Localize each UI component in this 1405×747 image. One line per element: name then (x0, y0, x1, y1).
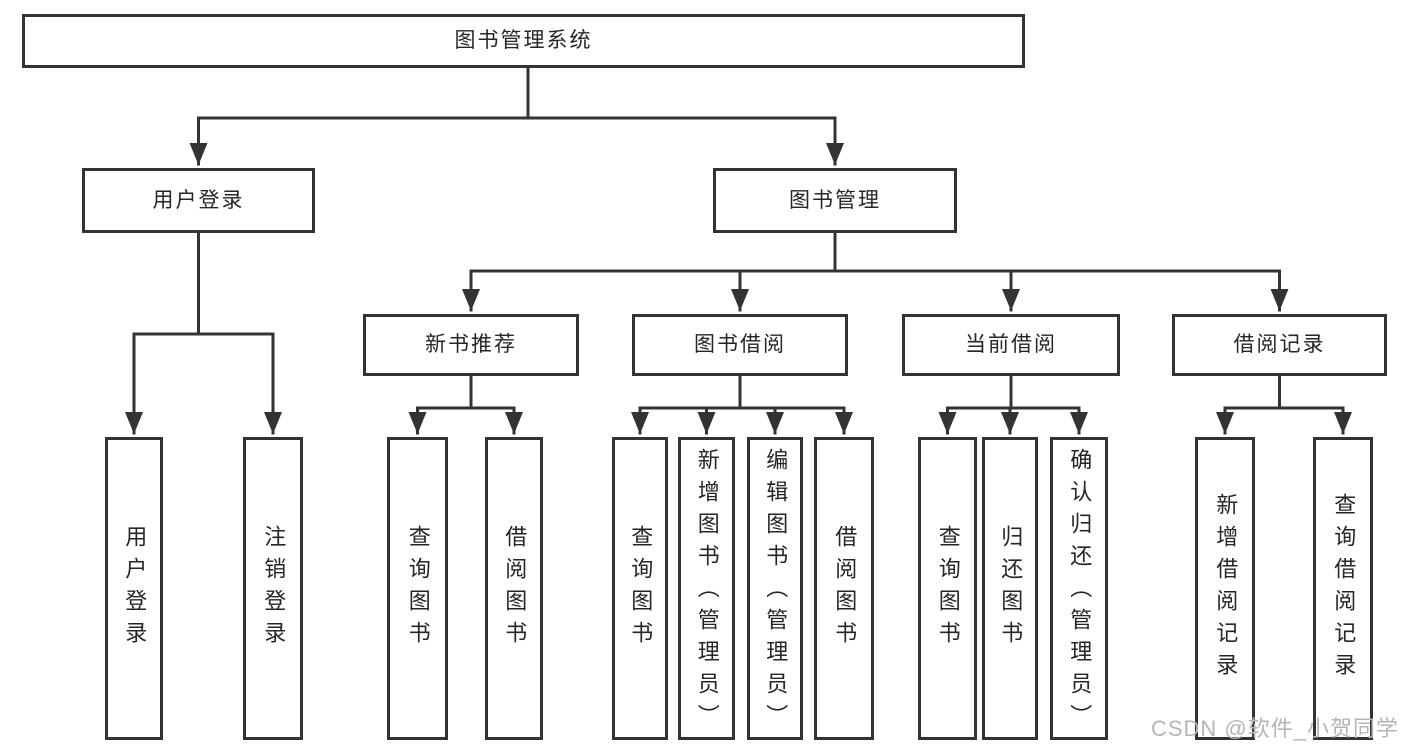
connector-book-mgmt-to-level3 (462, 231, 1289, 312)
node-edit-books-admin: 编辑图书（管理员） (747, 437, 803, 740)
node-book-borrowing: 图书借阅 (632, 314, 848, 376)
connector-new-book-to-leaves (408, 374, 523, 435)
csdn-watermark: CSDN @软件_小贺同学 (1150, 716, 1399, 741)
node-confirm-return-admin: 确认归还（管理员） (1050, 437, 1108, 740)
node-new-book-recommendation: 新书推荐 (363, 314, 579, 376)
node-query-books-borrowing: 查询图书 (612, 437, 668, 740)
node-query-books-current: 查询图书 (918, 437, 977, 740)
node-return-books: 归还图书 (982, 437, 1038, 740)
node-user-login: 用户登录 (82, 168, 315, 233)
node-borrow-books: 借阅图书 (814, 437, 874, 740)
node-user-login-leaf: 用户登录 (105, 437, 163, 740)
node-borrow-books-recommend: 借阅图书 (485, 437, 543, 740)
connector-root-to-level2 (189, 66, 844, 166)
connector-user-login-to-leaves (125, 231, 282, 435)
node-library-management-system: 图书管理系统 (22, 14, 1025, 68)
connector-book-borrow-to-leaves (631, 374, 853, 435)
node-current-borrowing: 当前借阅 (902, 314, 1120, 376)
node-add-books-admin: 新增图书（管理员） (678, 437, 735, 740)
connector-current-borrow-to-leaves (938, 374, 1088, 435)
node-book-management: 图书管理 (713, 168, 957, 233)
node-add-borrow-record: 新增借阅记录 (1195, 437, 1255, 740)
connector-borrow-records-to-leaves (1216, 374, 1352, 435)
node-query-borrow-record: 查询借阅记录 (1313, 437, 1373, 740)
node-query-books-recommend: 查询图书 (387, 437, 448, 740)
node-logout: 注销登录 (243, 437, 303, 740)
node-borrowing-records: 借阅记录 (1172, 314, 1387, 376)
